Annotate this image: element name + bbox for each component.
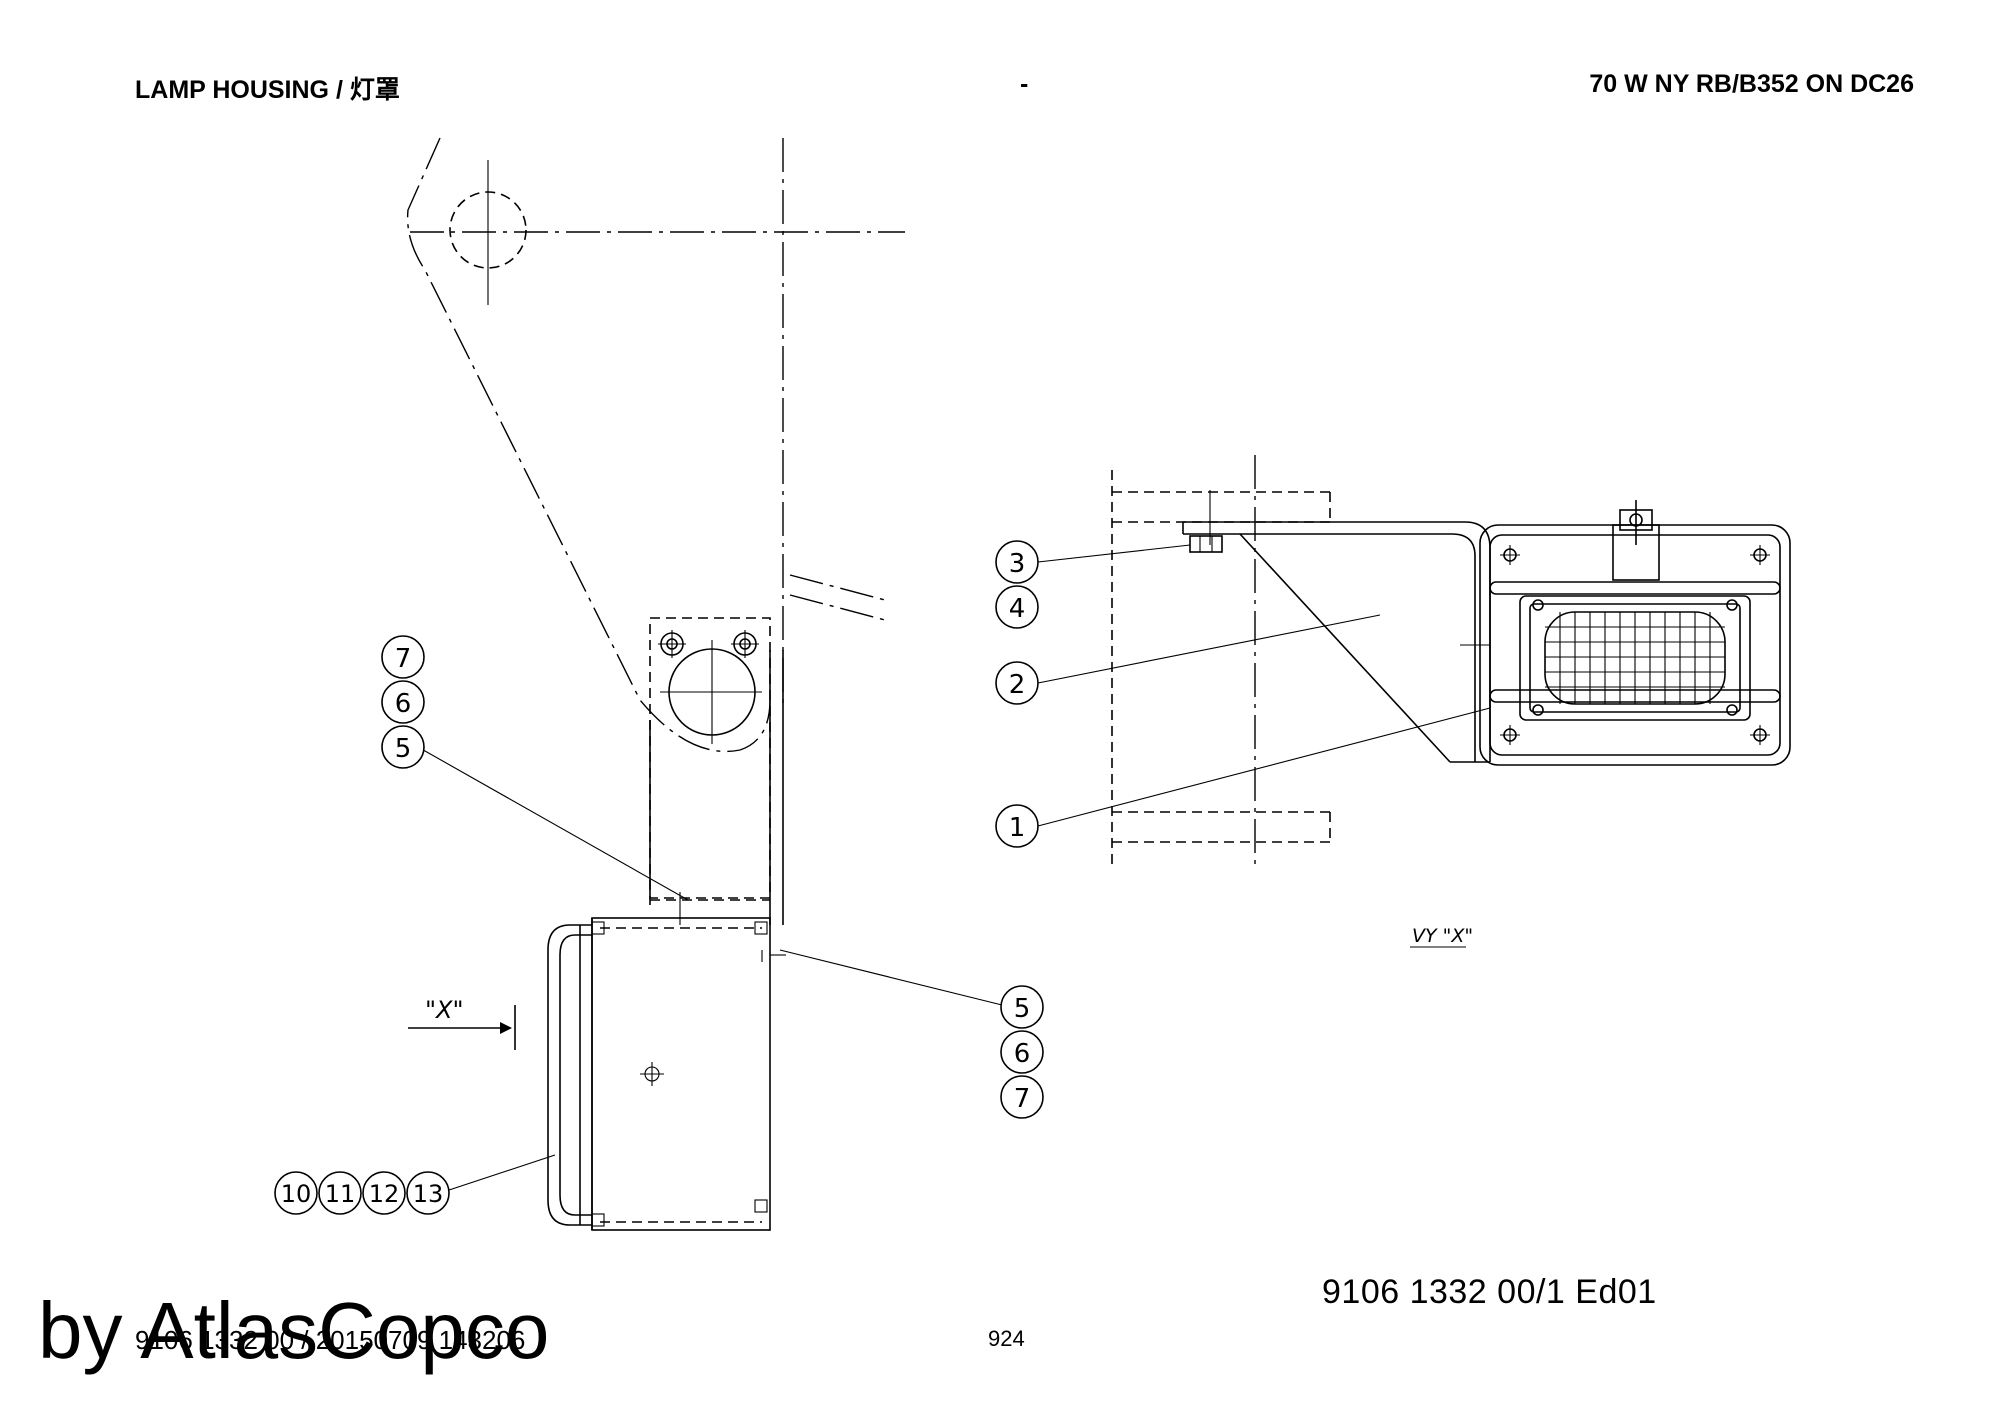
callout-6: 6 xyxy=(395,689,412,719)
corner-holes xyxy=(1500,545,1770,745)
callout-2: 2 xyxy=(1009,670,1026,700)
direction-marker-label: "X" xyxy=(425,996,464,1024)
callout-5: 5 xyxy=(1014,994,1031,1024)
callout-7: 7 xyxy=(395,644,412,674)
callout-3: 3 xyxy=(1009,549,1026,579)
watermark: by AtlasCopco xyxy=(38,1286,550,1375)
view-title: VY "X" xyxy=(1412,925,1473,947)
lamp-housing-body xyxy=(591,917,771,1231)
bolt-right xyxy=(731,630,759,658)
bracket-plate xyxy=(1183,521,1491,762)
callout-6: 6 xyxy=(1014,1039,1031,1069)
header-model: 70 W NY RB/B352 ON DC26 xyxy=(1589,70,1914,98)
callout-13: 13 xyxy=(413,1180,444,1208)
callout-group-right: 3 4 2 1 xyxy=(995,540,1039,848)
nut xyxy=(1189,535,1223,553)
callout-1: 1 xyxy=(1009,813,1026,843)
mounting-plate xyxy=(649,617,771,899)
callout-11: 11 xyxy=(325,1180,356,1208)
lamp-grille xyxy=(1544,611,1726,705)
arm-outline xyxy=(406,137,771,753)
header-separator: - xyxy=(1020,70,1029,98)
document-number: 9106 1332 00/1 Ed01 xyxy=(1322,1273,1657,1311)
right-view-x: 3 4 2 1 VY "X" xyxy=(995,455,1791,948)
callout-group-left-top: 7 6 5 xyxy=(381,635,425,769)
callout-10: 10 xyxy=(281,1180,312,1208)
callout-4: 4 xyxy=(1009,594,1026,624)
left-view: "X" 7 6 5 5 6 7 10 11 xyxy=(274,137,1044,1231)
header-title: LAMP HOUSING / 灯罩 xyxy=(135,76,400,104)
page-number: 924 xyxy=(988,1326,1025,1351)
callout-12: 12 xyxy=(369,1180,400,1208)
handle xyxy=(547,924,592,1226)
callout-group-left-right: 5 6 7 xyxy=(1000,985,1044,1119)
callout-7: 7 xyxy=(1014,1084,1031,1114)
callout-5: 5 xyxy=(395,734,412,764)
callout-group-left-bottom: 10 11 12 13 xyxy=(274,1171,450,1215)
drawing-id: 9106 1332 00 / 20150709 143206 xyxy=(135,1325,526,1355)
bolt-left xyxy=(658,630,686,658)
